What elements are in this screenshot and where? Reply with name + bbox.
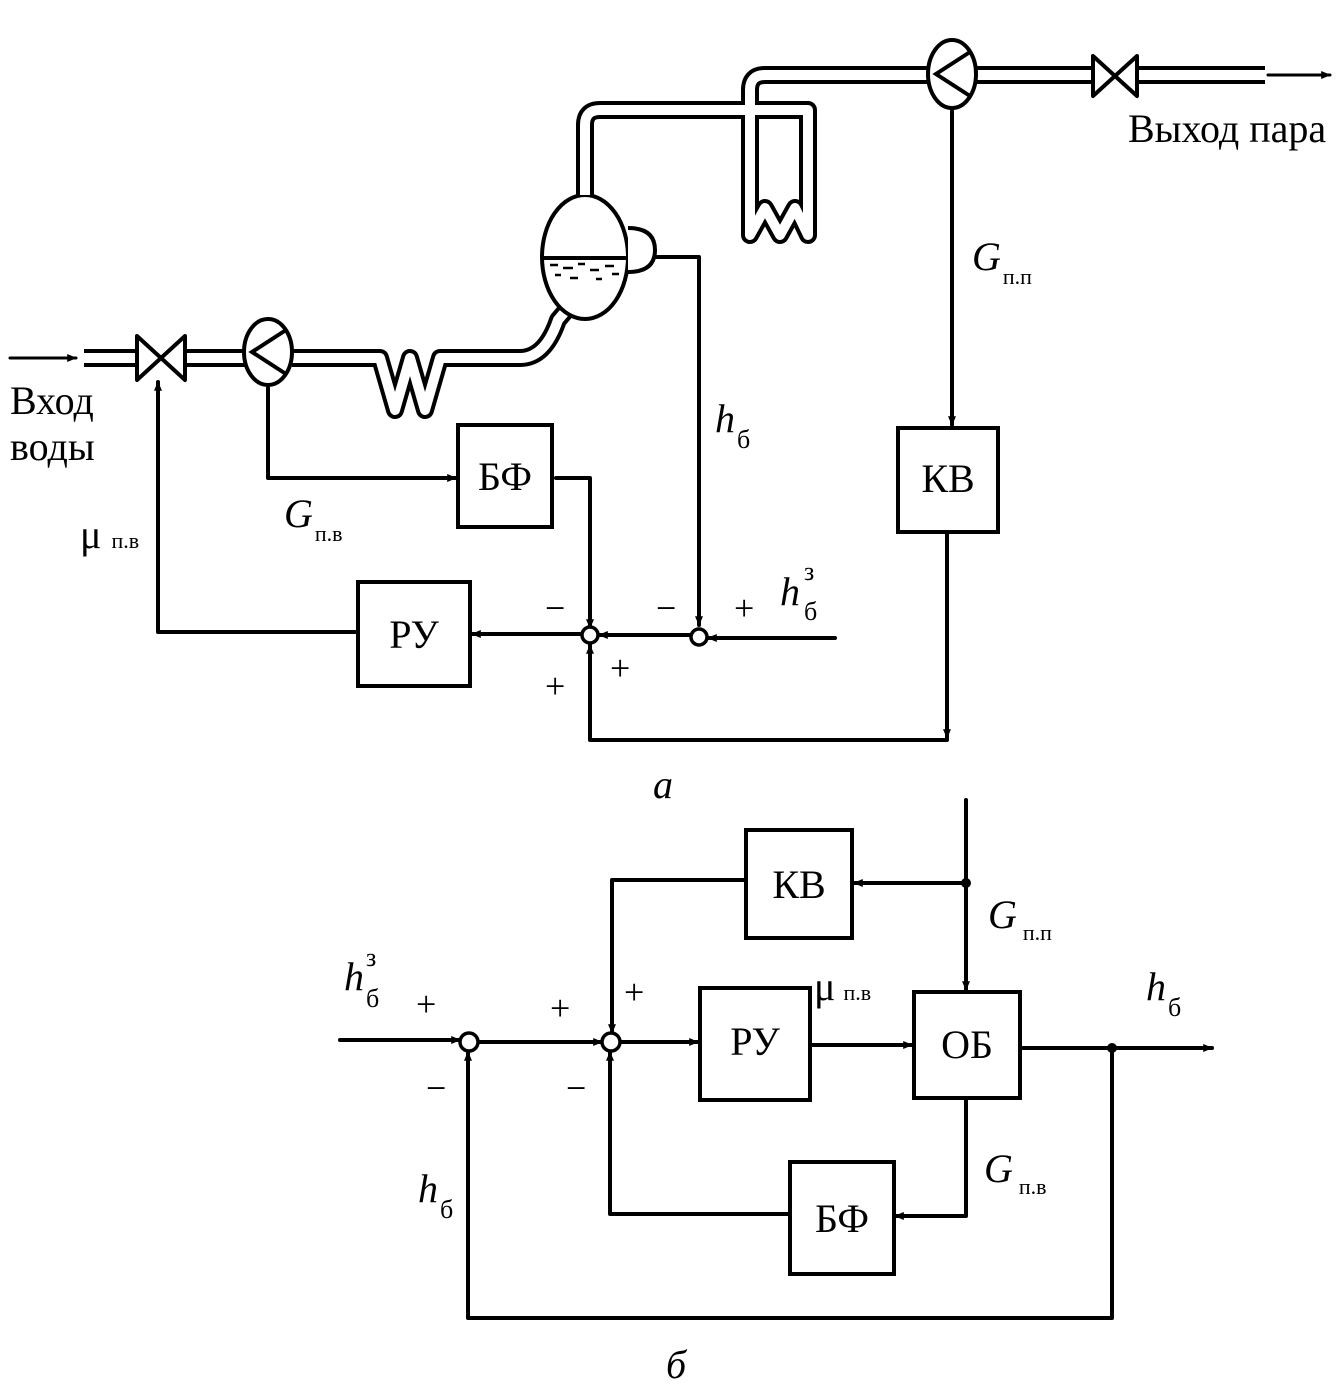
steam-pipe	[576, 66, 1265, 244]
feed-water-pipe	[84, 294, 582, 419]
svg-text:з: з	[804, 557, 814, 586]
kv-block-b: КВ	[744, 828, 854, 940]
sign-bf-in-b: −	[566, 1068, 586, 1108]
kv-label: КВ	[921, 456, 974, 501]
summing-junction-1	[689, 627, 709, 647]
label-h-b-output-b: hб	[1146, 964, 1181, 1022]
branch-dot-output	[1107, 1043, 1117, 1053]
sign-setpoint-in-b: +	[416, 984, 436, 1024]
kv-block: КВ	[896, 426, 1000, 534]
ru-block: РУ	[356, 580, 472, 688]
steam-valve-icon	[1091, 54, 1139, 98]
sign-hb-in: −	[656, 588, 676, 628]
ru-label-b: РУ	[730, 1019, 780, 1064]
label-h-b-feedback-b: hб	[418, 1166, 453, 1224]
ob-label-b: ОБ	[941, 1022, 993, 1067]
line-kv-to-sum2	[586, 643, 949, 742]
svg-text:б: б	[804, 597, 817, 626]
label-g-pv: Gп.в	[284, 491, 343, 546]
sign-sum2-right: +	[610, 648, 630, 688]
branch-dot-gpp	[961, 878, 971, 888]
kv-label-b: КВ	[772, 862, 825, 907]
panel-a: Вход воды	[8, 38, 1332, 807]
sign-bf-in: −	[545, 588, 565, 628]
label-g-pp: Gп.п	[972, 234, 1032, 289]
sign-setpoint-in: +	[734, 588, 754, 628]
line-gpv-to-bf	[266, 386, 458, 482]
water-input-label-2: воды	[10, 424, 95, 469]
bf-label: БФ	[478, 454, 532, 499]
steam-flowmeter-icon	[926, 38, 978, 110]
summing-junction-2	[580, 625, 600, 645]
feed-valve-icon	[135, 334, 187, 382]
bf-label-b: БФ	[815, 1196, 869, 1241]
svg-text:б: б	[366, 984, 379, 1013]
bf-block: БФ	[456, 423, 554, 529]
line-feedback-to-sum1-b	[464, 1046, 1114, 1320]
label-h-b-setpoint: h з б	[780, 557, 817, 626]
steam-output-label: Выход пара	[1128, 106, 1326, 151]
line-hb-to-sum1	[653, 255, 703, 627]
sign-feedback-in-b: −	[426, 1068, 446, 1108]
svg-text:з: з	[366, 943, 376, 972]
steam-drum-icon	[540, 193, 658, 321]
water-input-label-1: Вход	[10, 378, 94, 423]
label-h-b-setpoint-b: h з б	[344, 943, 379, 1013]
svg-text:h: h	[344, 954, 364, 999]
caption-a: а	[653, 762, 673, 807]
line-ru-to-valve	[154, 380, 360, 634]
line-ob-to-bf-b	[893, 1096, 968, 1220]
feed-flowmeter-icon	[242, 317, 294, 387]
ru-block-b: РУ	[698, 986, 812, 1102]
ob-block-b: ОБ	[912, 990, 1022, 1100]
sign-sum1-out-b: +	[550, 988, 570, 1028]
svg-text:h: h	[780, 569, 800, 614]
summing-junction-2-b	[600, 1031, 622, 1053]
ru-label: РУ	[389, 612, 439, 657]
sign-kv-in-b: +	[624, 972, 644, 1012]
caption-b: б	[666, 1342, 688, 1387]
line-bf-to-sum2	[554, 476, 594, 630]
line-kv-to-sum2-b	[608, 878, 747, 1035]
label-h-b: hб	[715, 396, 750, 454]
line-bf-to-sum2-b	[606, 1050, 792, 1216]
sign-kv-in: +	[545, 666, 565, 706]
bf-block-b: БФ	[788, 1160, 896, 1276]
summing-junction-1-b	[458, 1031, 480, 1053]
